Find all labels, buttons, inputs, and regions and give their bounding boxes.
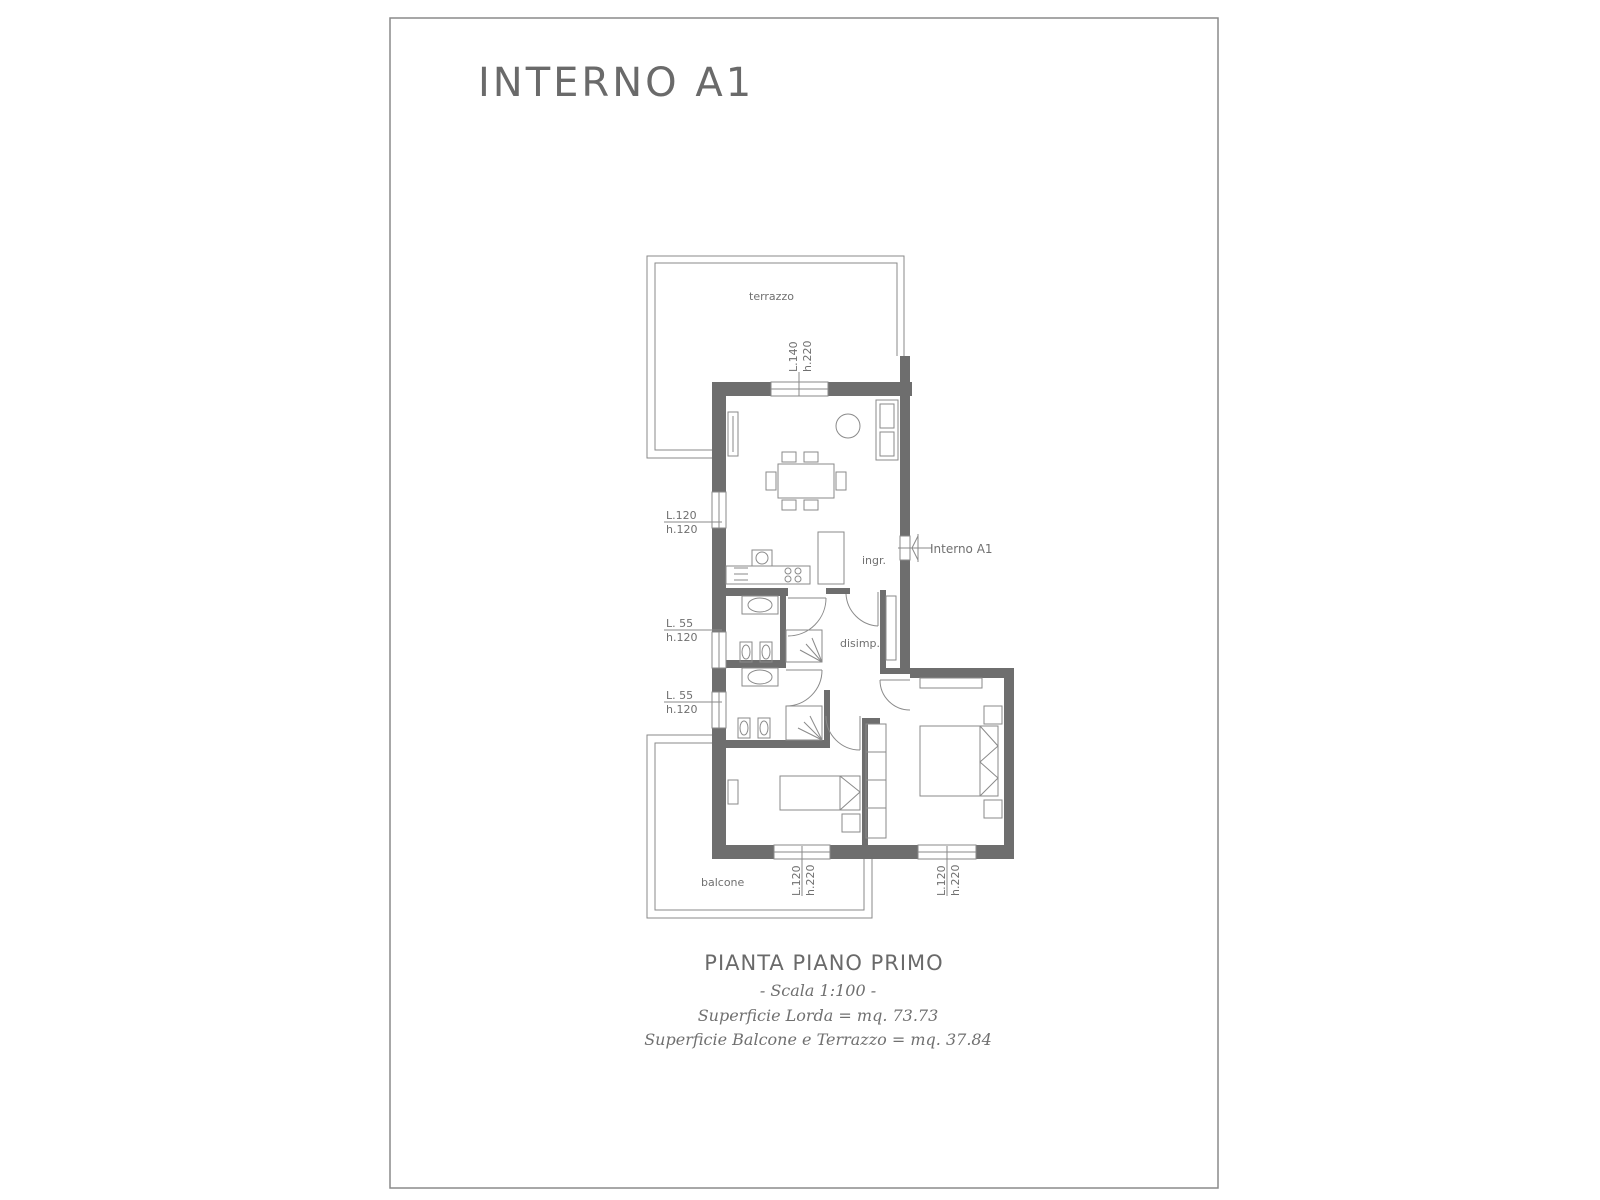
bedroom-2-furniture bbox=[919, 677, 1003, 819]
bathroom-1-fixtures bbox=[739, 595, 897, 663]
walls bbox=[712, 356, 1014, 859]
svg-text:L. 55: L. 55 bbox=[666, 689, 693, 702]
page-title: INTERNO A1 bbox=[478, 60, 754, 106]
terrazzo-outline bbox=[646, 255, 905, 459]
svg-text:h.120: h.120 bbox=[666, 703, 697, 716]
svg-text:L.120: L.120 bbox=[666, 509, 697, 522]
entrance-marker bbox=[898, 534, 932, 562]
window-left-living-label: L.120 h.120 bbox=[664, 509, 722, 536]
doors bbox=[785, 592, 911, 751]
window-left-bath2-label: L. 55 h.120 bbox=[664, 689, 722, 716]
room-label-disimpegno: disimp. bbox=[840, 637, 880, 650]
page-border bbox=[389, 17, 1219, 1189]
bedroom-1-furniture bbox=[727, 723, 887, 839]
svg-text:L. 55: L. 55 bbox=[666, 617, 693, 630]
svg-text:L.140: L.140 bbox=[787, 341, 800, 372]
svg-text:L.120: L.120 bbox=[935, 865, 948, 896]
window-left-bath1-label: L. 55 h.120 bbox=[664, 617, 722, 644]
balcony-area: Superficie Balcone e Terrazzo = mq. 37.8… bbox=[644, 1030, 992, 1049]
windows bbox=[711, 381, 977, 860]
svg-text:h.220: h.220 bbox=[801, 341, 814, 372]
room-label-terrazzo: terrazzo bbox=[749, 290, 794, 303]
bathroom-2-fixtures bbox=[737, 667, 823, 741]
living-furniture bbox=[725, 399, 899, 585]
svg-text:h.220: h.220 bbox=[949, 865, 962, 896]
svg-text:L.120: L.120 bbox=[790, 865, 803, 896]
window-bottom-room2-label: L.120 h.220 bbox=[935, 846, 962, 896]
svg-text:h.120: h.120 bbox=[666, 631, 697, 644]
room-label-balcone: balcone bbox=[701, 876, 745, 889]
balcone-outline bbox=[646, 734, 873, 919]
window-bottom-room1-label: L.120 h.220 bbox=[790, 846, 817, 896]
room-label-ingresso: ingr. bbox=[862, 554, 886, 567]
gross-area: Superficie Lorda = mq. 73.73 bbox=[698, 1006, 939, 1025]
plan-scale: - Scala 1:100 - bbox=[760, 981, 876, 1000]
entrance-label: Interno A1 bbox=[930, 542, 993, 556]
svg-text:h.220: h.220 bbox=[804, 865, 817, 896]
window-top-label: L.140 h.220 bbox=[787, 341, 814, 396]
plan-title: PIANTA PIANO PRIMO bbox=[704, 951, 943, 975]
svg-text:h.120: h.120 bbox=[666, 523, 697, 536]
